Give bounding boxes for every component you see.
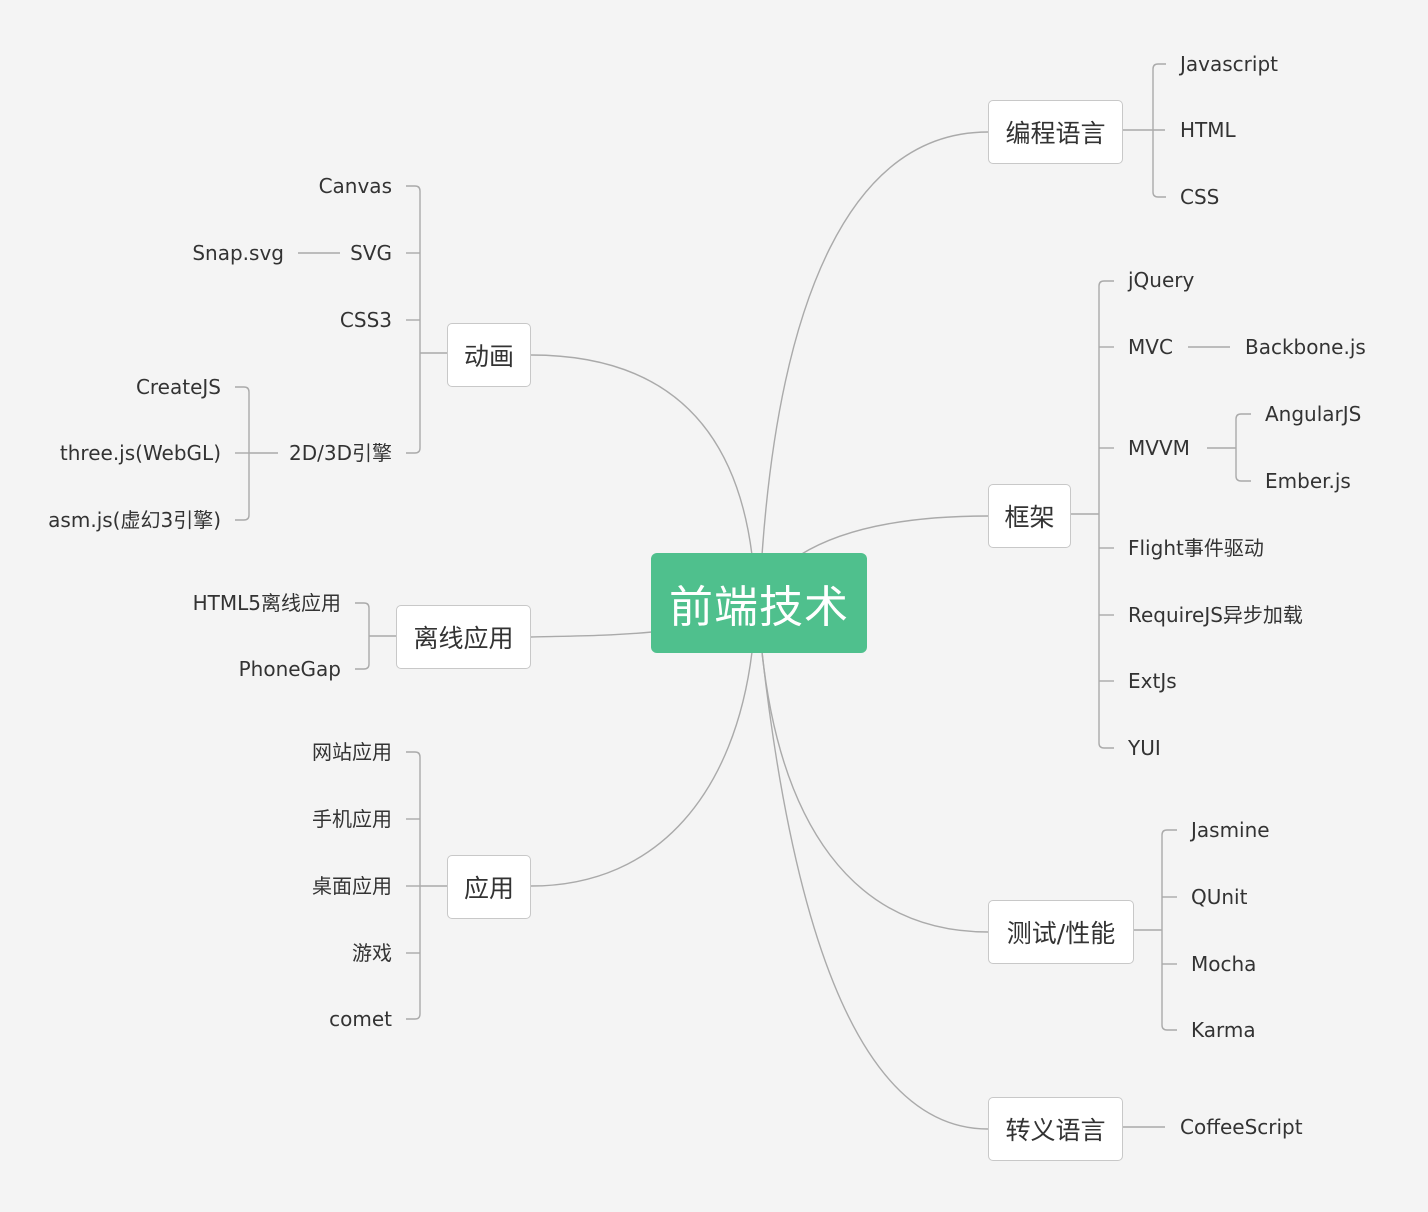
topic-transpile[interactable]: 转义语言 xyxy=(988,1097,1123,1161)
leaf-canvas[interactable]: Canvas xyxy=(318,174,392,198)
leaf-extjs[interactable]: ExtJs xyxy=(1128,669,1177,693)
leaf-jquery[interactable]: jQuery xyxy=(1128,268,1195,292)
leaf-karma[interactable]: Karma xyxy=(1191,1018,1256,1042)
leaf-svg[interactable]: SVG xyxy=(350,241,392,265)
topic-apps-label: 应用 xyxy=(463,874,514,903)
topic-languages-label: 编程语言 xyxy=(1005,119,1106,148)
topic-languages[interactable]: 编程语言 xyxy=(988,100,1123,164)
leaf-game[interactable]: 游戏 xyxy=(352,941,392,965)
leaf-mvvm[interactable]: MVVM xyxy=(1128,436,1190,460)
topic-testing[interactable]: 测试/性能 xyxy=(988,900,1134,964)
leaf-asmjs[interactable]: asm.js(虚幻3引擎) xyxy=(48,508,221,532)
topic-offline[interactable]: 离线应用 xyxy=(396,605,531,669)
leaf-snapsvg[interactable]: Snap.svg xyxy=(192,241,284,265)
leaf-html5-offline[interactable]: HTML5离线应用 xyxy=(192,591,341,615)
leaf-requirejs[interactable]: RequireJS异步加载 xyxy=(1128,603,1303,627)
leaf-qunit[interactable]: QUnit xyxy=(1191,885,1248,909)
topic-transpile-label: 转义语言 xyxy=(1005,1116,1106,1145)
leaf-mobile-app[interactable]: 手机应用 xyxy=(312,807,392,831)
leaf-yui[interactable]: YUI xyxy=(1128,736,1161,760)
leaf-javascript[interactable]: Javascript xyxy=(1180,52,1278,76)
root-topic-label: 前端技术 xyxy=(669,582,849,633)
leaf-engine[interactable]: 2D/3D引擎 xyxy=(289,441,392,465)
leaf-html[interactable]: HTML xyxy=(1180,118,1236,142)
root-topic[interactable]: 前端技术 xyxy=(651,553,867,653)
leaf-phonegap[interactable]: PhoneGap xyxy=(238,657,341,681)
leaf-emberjs[interactable]: Ember.js xyxy=(1265,469,1351,493)
leaf-mocha[interactable]: Mocha xyxy=(1191,952,1257,976)
leaf-css[interactable]: CSS xyxy=(1180,185,1220,209)
leaf-flight[interactable]: Flight事件驱动 xyxy=(1128,536,1264,560)
leaf-desktop-app[interactable]: 桌面应用 xyxy=(312,874,392,898)
leaf-css3[interactable]: CSS3 xyxy=(339,308,392,332)
leaf-backbone[interactable]: Backbone.js xyxy=(1245,335,1366,359)
leaf-threejs[interactable]: three.js(WebGL) xyxy=(59,441,221,465)
leaf-angularjs[interactable]: AngularJS xyxy=(1265,402,1362,426)
topic-testing-label: 测试/性能 xyxy=(1006,919,1116,948)
leaf-comet[interactable]: comet xyxy=(329,1007,392,1031)
topic-animation-label: 动画 xyxy=(463,342,514,371)
topic-apps[interactable]: 应用 xyxy=(447,855,531,919)
leaf-createjs[interactable]: CreateJS xyxy=(135,375,221,399)
topic-animation[interactable]: 动画 xyxy=(447,323,531,387)
topic-frameworks[interactable]: 框架 xyxy=(988,484,1071,548)
topic-offline-label: 离线应用 xyxy=(413,624,514,653)
leaf-mvc[interactable]: MVC xyxy=(1128,335,1173,359)
leaf-coffeescript[interactable]: CoffeeScript xyxy=(1180,1115,1303,1139)
leaf-jasmine[interactable]: Jasmine xyxy=(1191,818,1270,842)
leaf-website-app[interactable]: 网站应用 xyxy=(312,740,392,764)
topic-frameworks-label: 框架 xyxy=(1004,503,1055,532)
